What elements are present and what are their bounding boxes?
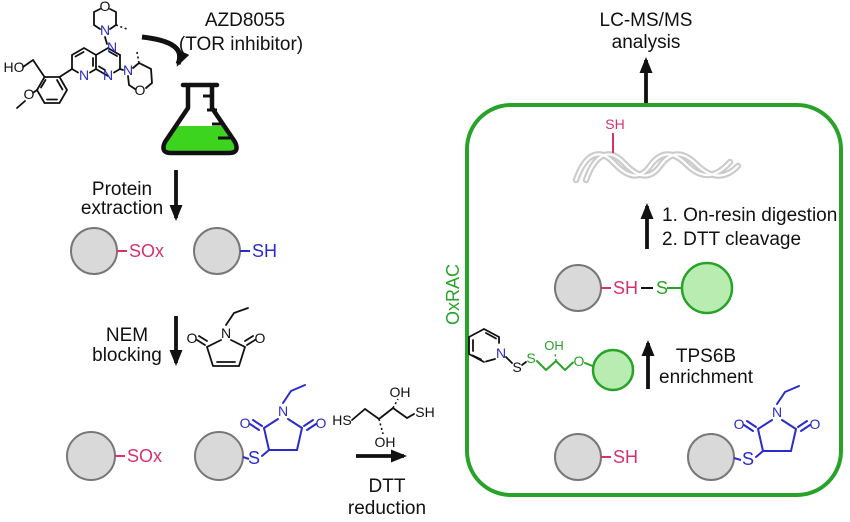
protein-bead-nem-2 xyxy=(687,433,735,481)
protein-bead-captured xyxy=(554,264,602,312)
adduct1-o-left-atom: O xyxy=(240,415,251,431)
adduct1-o-right-atom: O xyxy=(316,415,327,431)
flask-icon xyxy=(161,82,239,156)
linker-s1-atom: S xyxy=(512,359,521,375)
nem-adduct-structure-2: N O O xyxy=(734,385,821,458)
nem-o-left-atom: O xyxy=(187,330,198,346)
captured-sh-label: SH xyxy=(613,278,638,298)
ho-atom: HO xyxy=(4,59,25,75)
nem-label-line2: blocking xyxy=(92,345,162,366)
protein-bead-nem-1 xyxy=(194,431,244,481)
tps6b-linker-structure: N S S OH O xyxy=(468,327,596,375)
oxrac-label: OxRAC xyxy=(443,264,463,325)
protein-bead-sox-1 xyxy=(70,227,118,275)
nem-s-bond-2 xyxy=(733,457,742,461)
protein-bead-sh-2 xyxy=(554,433,602,481)
digestion-label-line2: 2. DTT cleavage xyxy=(662,229,801,250)
azd8055-structure: HO O N N N N O N O xyxy=(4,0,153,109)
sox-label-1: SOx xyxy=(129,241,164,261)
protein-bead-sox-2 xyxy=(66,431,116,481)
flask-liquid xyxy=(163,126,237,153)
sox-label-2: SOx xyxy=(127,446,162,466)
tps6b-label-line2: enrichment xyxy=(659,367,754,388)
adduct2-o-right-atom: O xyxy=(810,416,821,432)
lcms-label-line2: analysis xyxy=(612,32,681,53)
dtt-oh-bottom-atom: OH xyxy=(375,434,396,450)
sh-label-1: SH xyxy=(252,241,277,261)
morpholine1-o-atom: O xyxy=(100,0,111,14)
peptide-ribbon xyxy=(572,151,742,184)
o-atom: O xyxy=(24,86,35,102)
linker-s2-atom: S xyxy=(526,350,535,366)
nem-n-atom: N xyxy=(221,325,231,341)
pyridine-n-atom: N xyxy=(496,345,506,361)
nem-s-label-2: S xyxy=(742,449,754,469)
adduct2-n-atom: N xyxy=(772,404,782,420)
linker-o-atom: O xyxy=(574,353,585,369)
nem-s-bond-1 xyxy=(242,456,250,460)
oxrac-box xyxy=(465,103,843,497)
linker-oh-atom: OH xyxy=(544,338,564,353)
protein-bead-sh-1 xyxy=(193,227,241,275)
nem-o-right-atom: O xyxy=(255,330,266,346)
core-n1-atom: N xyxy=(79,67,89,83)
flask-outline xyxy=(161,86,239,156)
dtt-sh-atom: SH xyxy=(415,404,434,420)
core-n2-atom: N xyxy=(107,39,117,55)
adduct2-o-left-atom: O xyxy=(734,416,745,432)
resin-bead-1 xyxy=(680,261,734,315)
morpholine2-n-atom: N xyxy=(123,62,133,78)
digestion-label-line1: 1. On-resin digestion xyxy=(662,205,837,226)
morpholine1-n-atom: N xyxy=(100,22,110,38)
tps6b-label-line1: TPS6B xyxy=(676,346,736,367)
sh-label-2: SH xyxy=(613,447,638,467)
protein-extraction-label-line1: Protein xyxy=(92,179,152,200)
nem-label-line1: NEM xyxy=(106,325,148,346)
azd8055-title-line1: AZD8055 xyxy=(205,10,285,31)
core-n3-atom: N xyxy=(103,67,113,83)
curved-arrow xyxy=(141,34,190,67)
protein-extraction-label-line2: extraction xyxy=(81,198,163,219)
nem-structure: N O O xyxy=(187,307,266,367)
morpholine2-o-atom: O xyxy=(135,82,146,98)
azd8055-title-line2: (TOR inhibitor) xyxy=(179,34,303,55)
nem-s-label-1: S xyxy=(248,448,260,468)
dtt-oh-top-atom: OH xyxy=(390,384,411,400)
lcms-label-line1: LC-MS/MS xyxy=(600,10,693,31)
dtt-hs-atom: HS xyxy=(332,412,351,428)
resin-s-label: S xyxy=(656,278,668,298)
dtt-label-line1: DTT xyxy=(369,476,406,497)
flask-graduations xyxy=(203,94,230,140)
resin-bead-2 xyxy=(591,348,635,392)
adduct1-n-atom: N xyxy=(278,403,288,419)
peptide-sh-label: SH xyxy=(605,116,624,132)
nem-adduct-structure-1: N O O xyxy=(240,384,327,457)
dtt-label-line2: reduction xyxy=(348,498,426,519)
dtt-structure: HS SH OH OH xyxy=(332,384,434,450)
